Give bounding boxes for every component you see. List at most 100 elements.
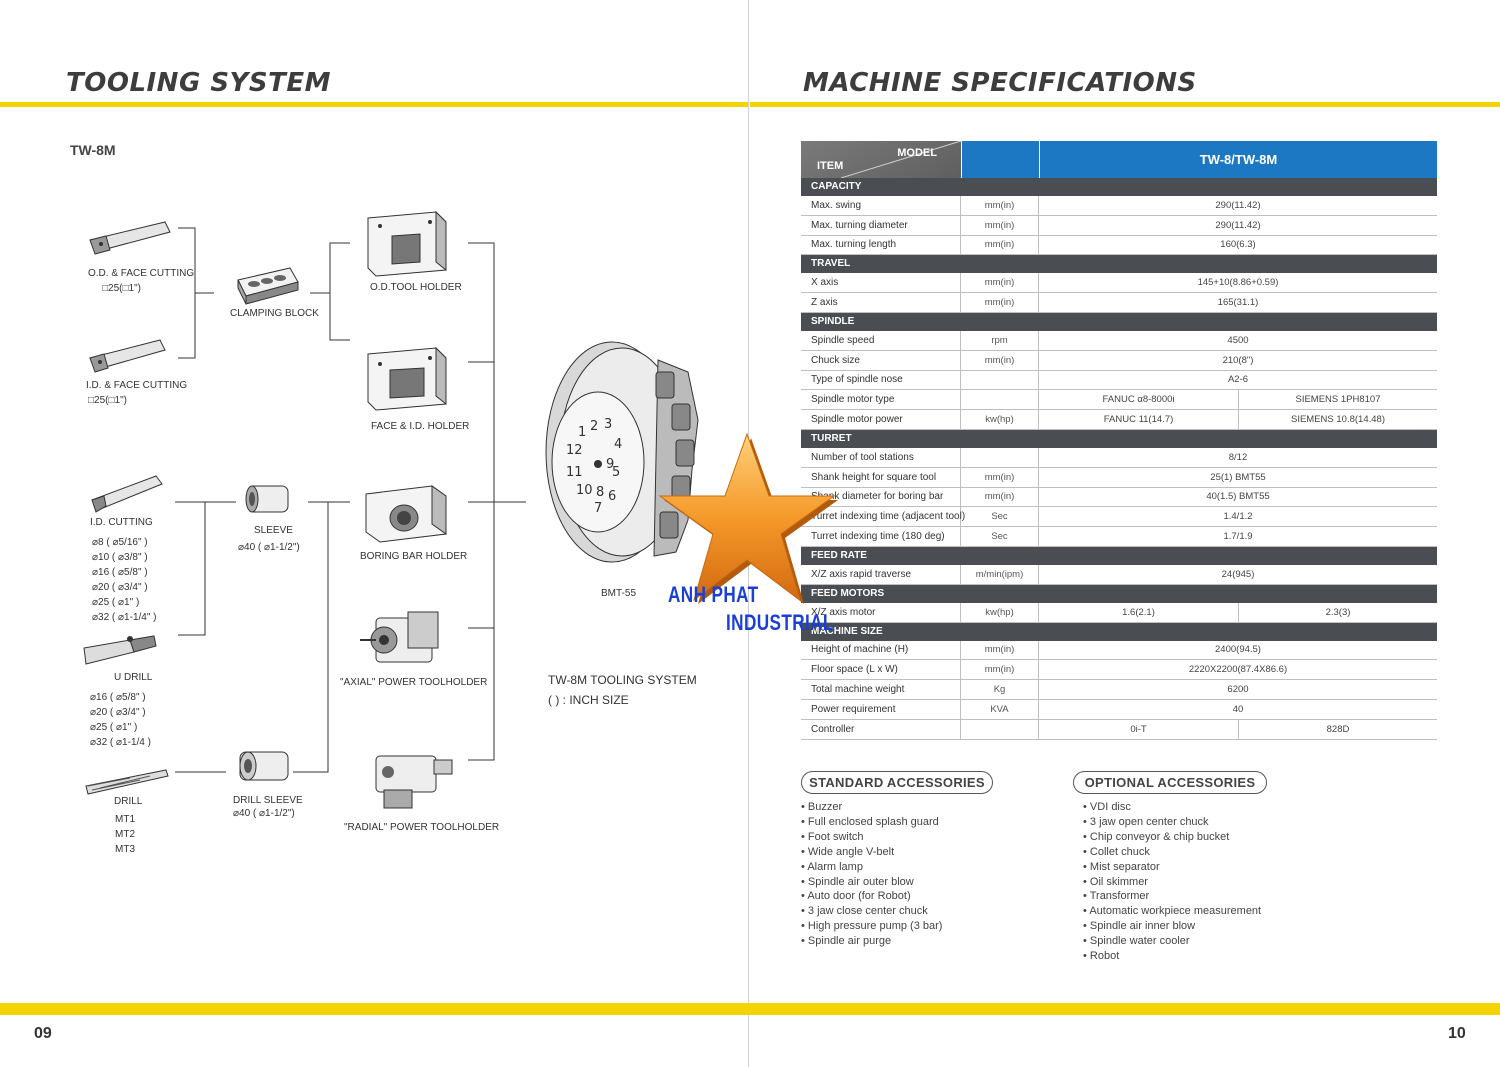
u-drill-size: ⌀20 ( ⌀3/4" ) [90,707,146,718]
standard-accessories-list: BuzzerFull enclosed splash guardFoot swi… [801,800,942,949]
spec-item: Shank height for square tool [801,467,961,487]
spec-unit [961,390,1039,410]
spec-unit: mm(in) [961,273,1039,293]
header-item-model-cell: MODEL ITEM [801,141,961,178]
spec-unit: mm(in) [961,350,1039,370]
spec-value: FANUC α8-8000i [1102,394,1175,406]
spec-item: X/Z axis rapid traverse [801,564,961,584]
id-cutting-tool-icon [91,475,163,513]
u-drill-sizes: ⌀16 ( ⌀5/8" ) ⌀20 ( ⌀3/4" ) ⌀25 ( ⌀1" ) … [90,690,151,750]
radial-power-toolholder-icon [375,755,453,809]
tooling-system-title: TW-8M TOOLING SYSTEM [548,673,697,687]
model-tag: TW-8M [70,142,116,158]
svg-text:2: 2 [590,419,598,434]
footer-rule [0,1003,1500,1015]
spec-value: 210(8") [1222,354,1254,366]
spec-item: Controller [801,719,961,739]
drill-sleeve-size: ⌀40 ( ⌀1-1/2") [233,808,295,819]
optional-accessories-title: OPTIONAL ACCESSORIES [1073,771,1267,794]
header-rule-left [0,102,748,107]
section-header: CAPACITY [801,178,1437,196]
spec-item: Spindle motor type [801,390,961,410]
section-header: FEED RATE [801,546,1437,565]
spec-value: 40 [1232,703,1244,715]
spec-unit: mm(in) [961,660,1039,680]
spec-unit: mm(in) [961,196,1039,215]
spec-unit: mm(in) [961,215,1039,235]
spec-value: 4500 [1227,334,1249,346]
spec-value: 40(1.5) BMT55 [1206,491,1270,503]
spec-item: Total machine weight [801,680,961,699]
spec-item: Spindle speed [801,330,961,350]
spec-value: 6200 [1227,684,1249,696]
id-cutting-size: ⌀10 ( ⌀3/8" ) [92,552,148,563]
svg-text:12: 12 [566,443,583,458]
spec-item: Number of tool stations [801,447,961,467]
spec-item: Chuck size [801,350,961,370]
spec-value: 8/12 [1228,451,1248,463]
sleeve-size: ⌀40 ( ⌀1-1/2") [238,542,300,553]
header-diagonal [840,141,961,178]
spec-row: Number of tool stations 8/12 [801,447,1437,468]
drill-size: MT3 [115,844,135,855]
svg-text:4: 4 [614,437,622,452]
od-face-cutting-size: □25(□1") [102,283,141,294]
spec-value: 145+10(8.86+0.59) [1197,277,1279,289]
standard-accessories-title: STANDARD ACCESSORIES [801,771,993,794]
spec-unit: KVA [961,699,1039,719]
header-unit-cell [961,141,1039,178]
accessory-item: 3 jaw close center chuck [801,904,942,919]
drill-size: MT2 [115,829,135,840]
spec-unit: mm(in) [961,487,1039,507]
spec-value: 1.7/1.9 [1223,531,1253,543]
spec-value: FANUC 11(14.7) [1103,414,1174,426]
spec-item: Z axis [801,293,961,312]
optional-accessories-list: VDI disc3 jaw open center chuckChip conv… [1083,800,1261,964]
spec-unit: mm(in) [961,640,1039,660]
accessory-item: Collet chuck [1083,845,1261,860]
id-cutting-size: ⌀16 ( ⌀5/8" ) [92,567,148,578]
u-drill-label: U DRILL [114,672,153,683]
boring-bar-holder-icon [365,485,447,543]
id-face-cutting-size: □25(□1") [88,395,127,406]
turret-label: BMT-55 [601,588,637,599]
spec-unit: Sec [961,527,1039,546]
spec-unit: m/min(ipm) [961,564,1039,584]
svg-text:3: 3 [604,417,612,432]
drill-icon [85,769,169,795]
spec-value: 165(31.1) [1217,297,1259,309]
accessory-item: VDI disc [1083,800,1261,815]
section-header: TRAVEL [801,255,1437,274]
boring-bar-holder-label: BORING BAR HOLDER [360,551,468,562]
spec-unit: kw(hp) [961,410,1039,429]
accessory-item: 3 jaw open center chuck [1083,815,1261,830]
spec-value-group: FANUC 11(14.7)SIEMENS 10.8(14.48) [1039,410,1437,429]
id-cutting-size: ⌀25 ( ⌀1" ) [92,597,140,608]
spec-value: 2400(94.5) [1215,644,1261,656]
section-header: TURRET [801,429,1437,448]
spec-value: 160(6.3) [1220,239,1256,251]
spec-value: 828D [1238,719,1437,739]
clamping-block-label: CLAMPING BLOCK [230,308,319,319]
spec-item: Max. turning diameter [801,215,961,235]
spec-value: 290(11.42) [1215,199,1261,211]
spec-unit [961,370,1039,390]
page-number-left: 09 [34,1025,52,1042]
sleeve-icon [245,485,289,513]
u-drill-size: ⌀32 ( ⌀1-1/4 ) [90,737,151,748]
header-item-label: ITEM [817,160,844,172]
u-drill-icon [83,635,157,665]
spec-item: Turret indexing time (adjacent tool) [801,507,965,527]
id-cutting-label: I.D. CUTTING [90,517,153,528]
